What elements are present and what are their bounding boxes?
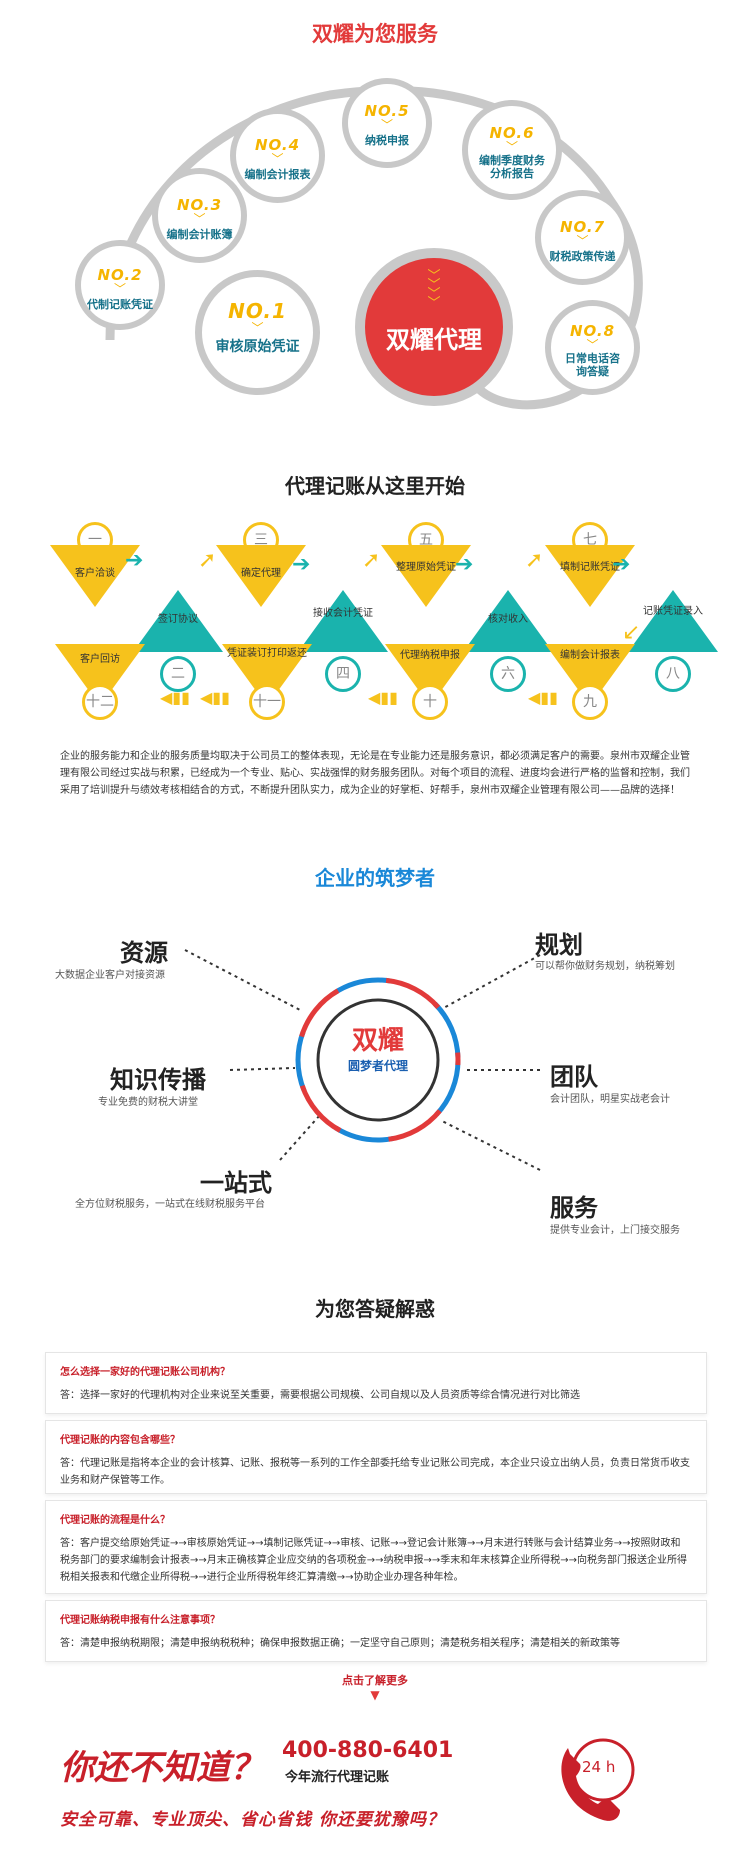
- service-item-3: NO.3 ﹀ 编制会计账簿: [152, 168, 247, 263]
- section2-title: 代理记账从这里开始: [285, 474, 465, 498]
- step-label-6: 核对收入: [488, 614, 528, 625]
- service-item-7: NO.7 ﹀ 财税政策传递: [535, 190, 630, 285]
- service-item-6: NO.6 ﹀ 编制季度财务分析报告: [462, 100, 562, 200]
- section4-title: 为您答疑解惑: [315, 1297, 435, 1321]
- dream-item-sub: 专业免费的财税大讲堂: [98, 1097, 198, 1108]
- arrow-right-icon: ➔: [455, 552, 474, 577]
- dream-item-title: 一站式: [200, 1169, 272, 1197]
- center-brand-label: 双耀代理: [386, 326, 482, 354]
- faq-item[interactable]: 怎么选择一家好的代理记账公司机构？ 答：选择一家好的代理机构对企业来说至关重要，…: [45, 1352, 707, 1414]
- step-shape-4: [298, 590, 388, 652]
- center-brand-circle: ﹀﹀﹀﹀ 双耀代理: [355, 248, 513, 406]
- section1-title: 双耀为您服务: [312, 22, 438, 46]
- faq-item[interactable]: 代理记账纳税申报有什么注意事项？ 答：清楚申报纳税期限；清楚申报纳税税种；确保申…: [45, 1600, 707, 1662]
- service-item-8: NO.8 ﹀ 日常电话咨询答疑: [545, 300, 640, 395]
- faq-item[interactable]: 代理记账的流程是什么？ 答：客户提交给原始凭证→→审核原始凭证→→填制记账凭证→…: [45, 1500, 707, 1594]
- dream-item-sub: 可以帮你做财务规划，纳税筹划: [535, 961, 675, 972]
- arrow-down-left-icon: ↙: [622, 620, 641, 645]
- faq-item[interactable]: 代理记账的内容包含哪些？ 答：代理记账是指将本企业的会计核算、记账、报税等一系列…: [45, 1420, 707, 1494]
- arrow-up-icon: ➚: [362, 548, 381, 573]
- section3-title: 企业的筑梦者: [315, 866, 435, 890]
- arrow-right-icon: ➔: [292, 552, 311, 577]
- dream-item-sub: 提供专业会计，上门接交服务: [550, 1225, 680, 1236]
- step-node-2: 二: [160, 656, 196, 692]
- dream-item-title: 团队: [550, 1063, 598, 1091]
- step-shape-7: [545, 545, 635, 607]
- chevron-down-icon: ▼: [370, 1688, 380, 1702]
- service-arc: [105, 85, 643, 410]
- step-shape-6: [463, 590, 553, 652]
- dream-item-title: 规划: [535, 931, 583, 959]
- dream-item-title: 服务: [550, 1194, 598, 1222]
- step-label-11: 凭证装订打印返还: [227, 648, 307, 659]
- step-shape-8: [628, 590, 718, 652]
- step-label-8: 记账凭证录入: [643, 606, 703, 617]
- footer-phone[interactable]: 400-880-6401: [282, 1738, 454, 1763]
- faq-answer: 答：客户提交给原始凭证→→审核原始凭证→→填制记账凭证→→审核、记账→→登记会计…: [60, 1538, 688, 1583]
- dream-center-main: 双耀: [351, 1026, 404, 1056]
- step-label-7: 填制记账凭证: [560, 562, 620, 573]
- footer-headline: 你还不知道？: [60, 1748, 264, 1788]
- dream-item-sub: 全方位财税服务，一站式在线财税服务平台: [75, 1199, 265, 1210]
- arrow-up-icon: ➚: [525, 548, 544, 573]
- arrow-left-icon: ◀▮▮: [160, 688, 190, 707]
- step-label-2: 签订协议: [158, 614, 198, 625]
- dream-item-title: 知识传播: [110, 1066, 206, 1094]
- faq-question: 代理记账的内容包含哪些？: [60, 1435, 180, 1446]
- faq-answer: 答：清楚申报纳税期限；清楚申报纳税税种；确保申报数据正确；一定坚守自己原则；清楚…: [60, 1638, 620, 1649]
- step-node-12: 十二: [82, 684, 118, 720]
- footer-tagline: 今年流行代理记账: [285, 1770, 390, 1785]
- step-shape-1: [50, 545, 140, 607]
- step-shape-5: [381, 545, 471, 607]
- footer-slogan: 安全可靠、专业顶尖、省心省钱 你还要犹豫吗？: [60, 1810, 445, 1830]
- dream-center-sub: 圆梦者代理: [347, 1059, 408, 1073]
- intro-paragraph: 企业的服务能力和企业的服务质量均取决于公司员工的整体表现，无论是在专业能力还是服…: [60, 751, 690, 796]
- service-item-5: NO.5 ﹀ 纳税申报: [342, 78, 432, 168]
- step-label-10: 代理纳税申报: [400, 650, 460, 661]
- dream-item-sub: 大数据企业客户对接资源: [55, 970, 165, 981]
- faq-answer: 答：选择一家好的代理机构对企业来说至关重要，需要根据公司规模、公司自规以及人员资…: [60, 1390, 580, 1401]
- faq-question: 怎么选择一家好的代理记账公司机构？: [60, 1367, 230, 1378]
- service-item-4: NO.4 ﹀ 编制会计报表: [230, 108, 325, 203]
- step-label-4: 接收会计凭证: [313, 608, 373, 619]
- step-label-1: 客户洽谈: [75, 568, 115, 579]
- service-item-2: NO.2 ﹀ 代制记账凭证: [75, 240, 165, 330]
- faq-question: 代理记账纳税申报有什么注意事项？: [60, 1615, 220, 1626]
- arrow-left-icon: ◀▮▮: [200, 688, 230, 707]
- phone-24h-icon: 24 h: [548, 1728, 648, 1828]
- arrow-right-icon: ➔: [125, 548, 144, 573]
- step-node-8: 八: [655, 656, 691, 692]
- arrow-right-icon: ➔: [612, 552, 631, 577]
- chevron-down-icon: ﹀﹀﹀﹀: [427, 269, 441, 311]
- step-label-12: 客户回访: [80, 654, 120, 665]
- faq-question: 代理记账的流程是什么？: [60, 1515, 170, 1526]
- step-label-9: 编制会计报表: [560, 650, 620, 661]
- arrow-up-icon: ➚: [198, 548, 217, 573]
- service-item-1: NO.1 ﹀ 审核原始凭证: [195, 270, 320, 395]
- dream-item-sub: 会计团队，明星实战老会计: [550, 1094, 670, 1105]
- step-label-5: 整理原始凭证: [396, 562, 456, 573]
- faq-answer: 答：代理记账是指将本企业的会计核算、记账、报税等一系列的工作全部委托给专业记账公…: [60, 1458, 690, 1486]
- step-shape-3: [216, 545, 306, 607]
- dream-diagram: [184, 949, 541, 1171]
- badge-24h: 24 h: [582, 1758, 616, 1776]
- step-shape-2: [133, 590, 223, 652]
- arrow-left-icon: ◀▮▮: [528, 688, 558, 707]
- step-label-3: 确定代理: [241, 568, 281, 579]
- more-link[interactable]: 点击了解更多: [342, 1674, 408, 1687]
- arrow-left-icon: ◀▮▮: [368, 688, 398, 707]
- dream-item-title: 资源: [120, 939, 168, 967]
- step-node-11: 十一: [249, 684, 285, 720]
- step-node-9: 九: [572, 684, 608, 720]
- step-node-4: 四: [325, 656, 361, 692]
- step-node-6: 六: [490, 656, 526, 692]
- step-node-10: 十: [412, 684, 448, 720]
